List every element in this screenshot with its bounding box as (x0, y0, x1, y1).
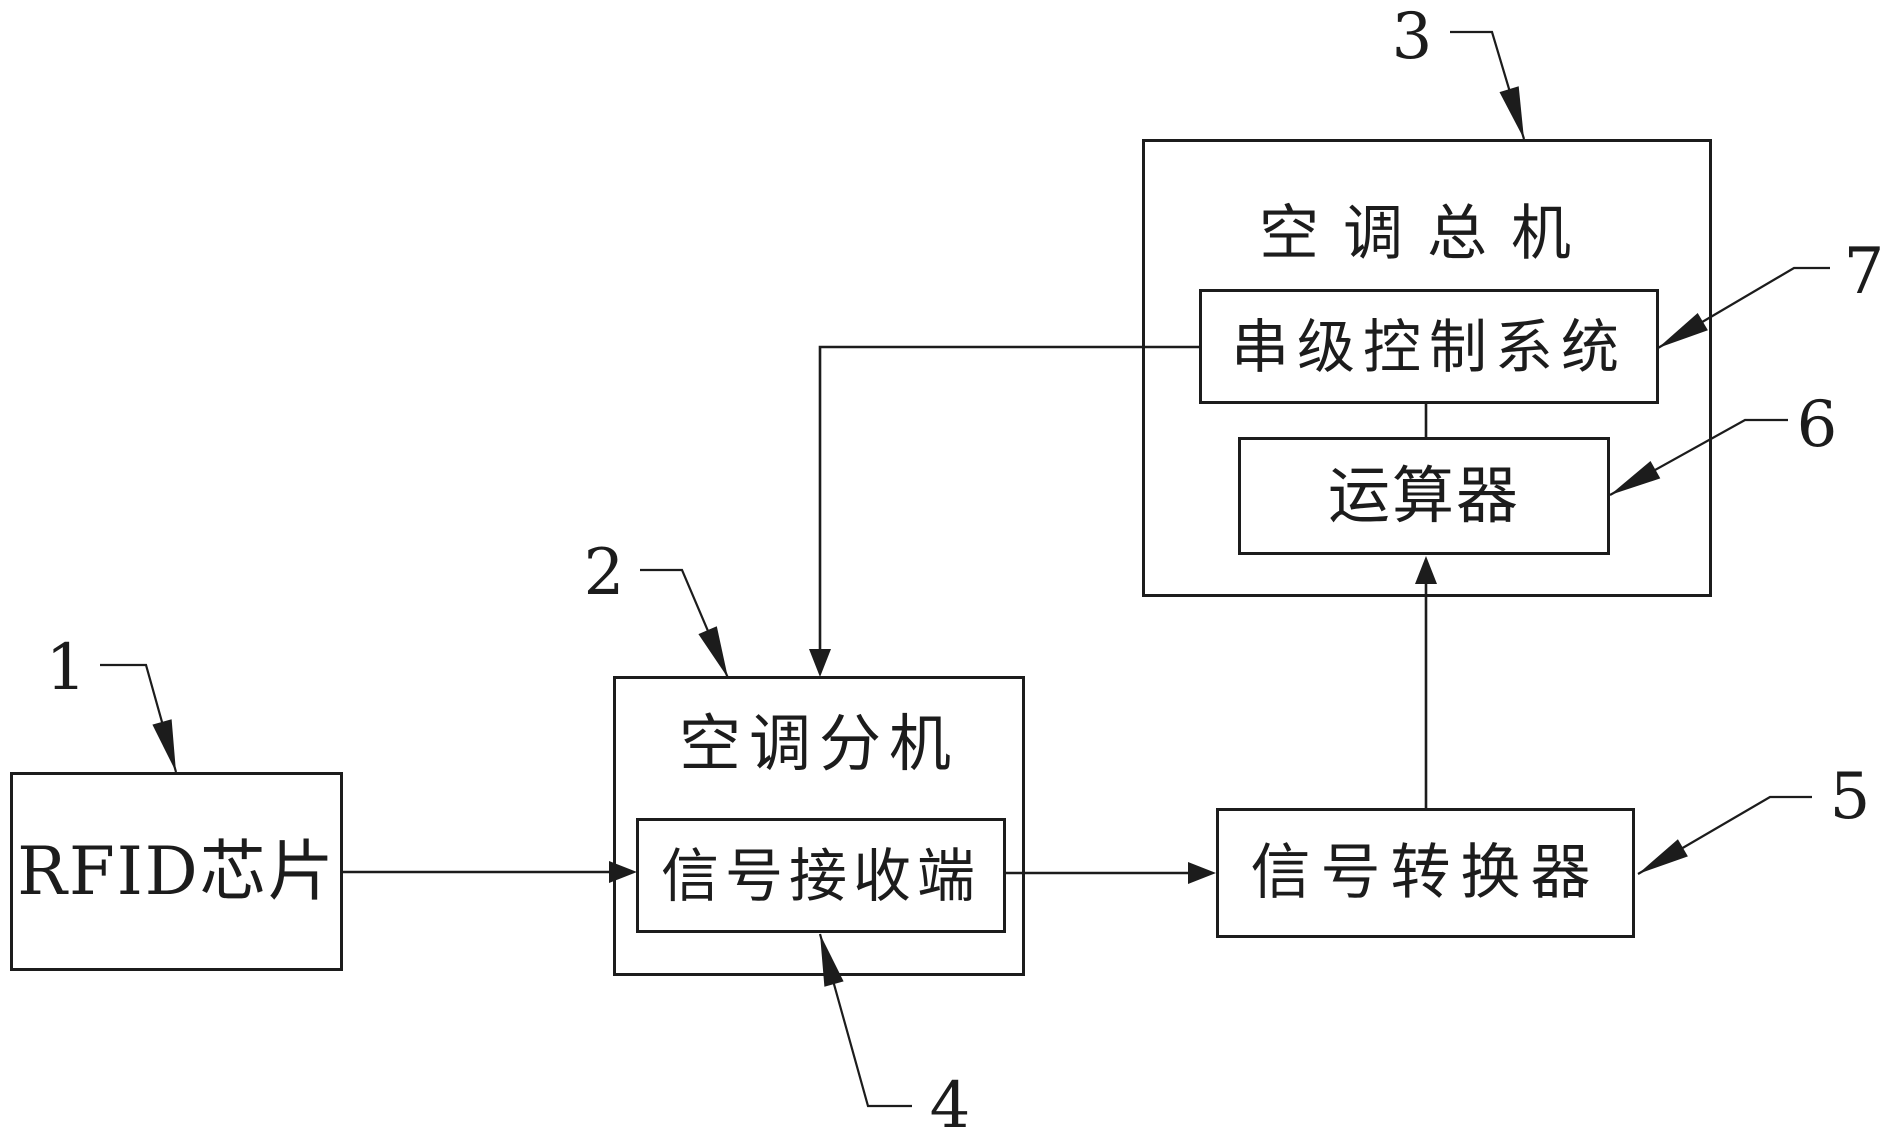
block-signal-converter-label: 信号转换器 (1250, 838, 1601, 908)
block-rfid-chip-label: RFID芯片 (17, 832, 336, 910)
leader-arrowhead-1 (152, 719, 176, 772)
leader-line-2 (640, 568, 730, 679)
ref-label-7: 7 (1843, 235, 1885, 309)
block-signal-receiving-end: 信号接收端 (636, 818, 1006, 933)
ref-label-2: 2 (583, 536, 625, 610)
leader-line-1 (100, 663, 178, 773)
leader-arrowhead-3 (1499, 86, 1524, 139)
block-ac-main-unit-label: 空调总机 (1259, 199, 1595, 269)
leader-line-3 (1450, 30, 1526, 140)
leader-arrowhead-5 (1638, 839, 1688, 874)
block-arithmetic-unit-label: 运算器 (1327, 459, 1520, 532)
block-signal-receiving-end-label: 信号接收端 (660, 841, 981, 910)
ref-label-4: 4 (929, 1069, 971, 1143)
block-ac-extension-unit-label: 空调分机 (678, 707, 959, 780)
ref-label-3: 3 (1391, 0, 1433, 74)
block-cascade-control-system: 串级控制系统 (1199, 289, 1659, 404)
arrowhead-into-converter (1188, 862, 1216, 884)
block-signal-converter: 信号转换器 (1216, 808, 1635, 938)
leader-arrowhead-2 (698, 626, 728, 678)
block-cascade-control-system-label: 串级控制系统 (1230, 312, 1627, 381)
block-arithmetic-unit: 运算器 (1238, 437, 1610, 555)
ref-label-1: 1 (45, 631, 87, 705)
ref-label-5: 5 (1829, 760, 1871, 834)
arrowhead-into-extension (809, 649, 831, 677)
ref-label-6: 6 (1796, 388, 1838, 462)
leader-line-5 (1637, 795, 1812, 875)
block-rfid-chip: RFID芯片 (10, 772, 343, 971)
